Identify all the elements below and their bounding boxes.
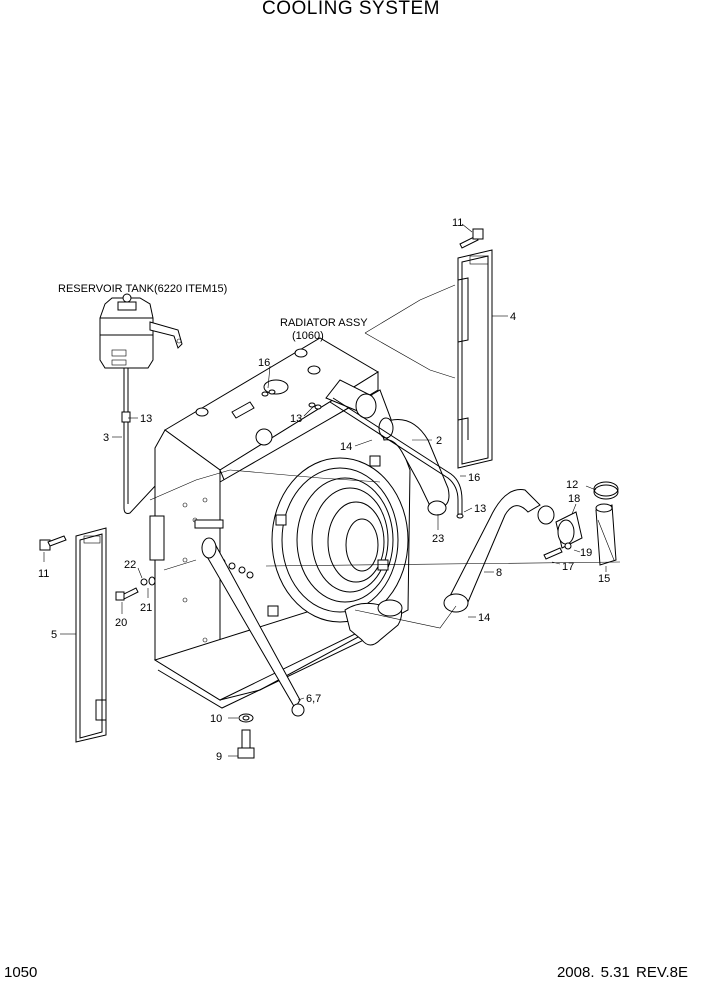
callout-18: 18 — [568, 493, 580, 505]
radiator-assy-note: RADIATOR ASSY — [280, 317, 368, 329]
callout-19: 19 — [580, 547, 592, 559]
radiator-assembly — [149, 337, 411, 717]
bolt-9-washer-10 — [237, 713, 255, 759]
callout-23: 23 — [432, 533, 444, 545]
callout-11-left: 11 — [38, 568, 49, 580]
callout-14-bottom: 14 — [478, 612, 490, 624]
callout-12: 12 — [566, 479, 578, 491]
callout-3: 3 — [103, 432, 109, 444]
revision-date: 2008. 5.31 REV.8E — [556, 964, 688, 981]
callout-11-top: 11 — [452, 217, 463, 229]
fitting-parts — [537, 481, 619, 566]
page-title: COOLING SYSTEM — [261, 0, 441, 19]
callout-2: 2 — [436, 435, 442, 447]
callout-13-left: 13 — [140, 413, 152, 425]
bolt-20-washers — [115, 576, 156, 601]
side-cover-left — [75, 527, 107, 743]
reservoir-tank-note: RESERVOIR TANK(6220 ITEM15) — [58, 283, 227, 295]
callout-20: 20 — [115, 617, 127, 629]
callout-16-top: 16 — [258, 357, 270, 369]
callout-17: 17 — [562, 561, 574, 573]
callout-21: 21 — [140, 602, 152, 614]
callout-13-mid: 13 — [290, 413, 302, 425]
callout-6-7: 6,7 — [306, 693, 321, 705]
callout-labels: RESERVOIR TANK(6220 ITEM15) RADIATOR ASS… — [38, 217, 610, 763]
bolt-11-top — [459, 228, 484, 249]
callout-14-top: 14 — [340, 441, 352, 453]
radiator-assy-ref: (1060) — [292, 330, 324, 342]
callout-16-right: 16 — [468, 472, 480, 484]
lower-hose — [443, 489, 541, 613]
callout-9: 9 — [216, 751, 222, 763]
callout-8: 8 — [496, 567, 502, 579]
plug-16-13-top — [231, 389, 322, 419]
reservoir-tank — [99, 293, 185, 514]
callout-10: 10 — [210, 713, 222, 725]
leader-lines — [43, 223, 621, 757]
callout-4: 4 — [510, 311, 516, 323]
side-cover-right — [457, 249, 493, 469]
callout-13-right: 13 — [474, 503, 486, 515]
callout-5: 5 — [51, 629, 57, 641]
tube-14 — [329, 397, 464, 519]
page-number: 1050 — [4, 964, 38, 981]
callout-22: 22 — [124, 559, 136, 571]
bolt-11-left — [39, 535, 67, 551]
callout-15: 15 — [598, 573, 610, 585]
